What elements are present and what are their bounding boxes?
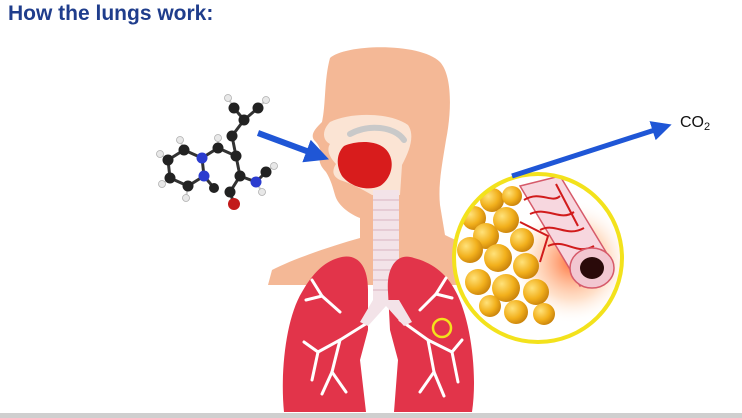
- co2-label: CO2: [680, 114, 710, 133]
- bottom-rule: [0, 413, 742, 418]
- alveoli-cluster: [457, 186, 555, 325]
- exhale-arrow: [511, 121, 672, 179]
- inhale-arrow: [256, 130, 330, 163]
- co2-subscript: 2: [704, 121, 711, 133]
- slide-title: How the lungs work:: [8, 2, 214, 25]
- alveoli-magnifier: [452, 172, 624, 344]
- left-lung: [282, 256, 374, 412]
- oral-cavity: [324, 114, 412, 195]
- right-lung: [387, 256, 475, 412]
- capillary: [518, 175, 615, 289]
- molecule-icon: [156, 94, 278, 210]
- human-silhouette: [268, 47, 545, 285]
- co2-text: CO: [680, 114, 704, 131]
- bronchi: [360, 300, 412, 326]
